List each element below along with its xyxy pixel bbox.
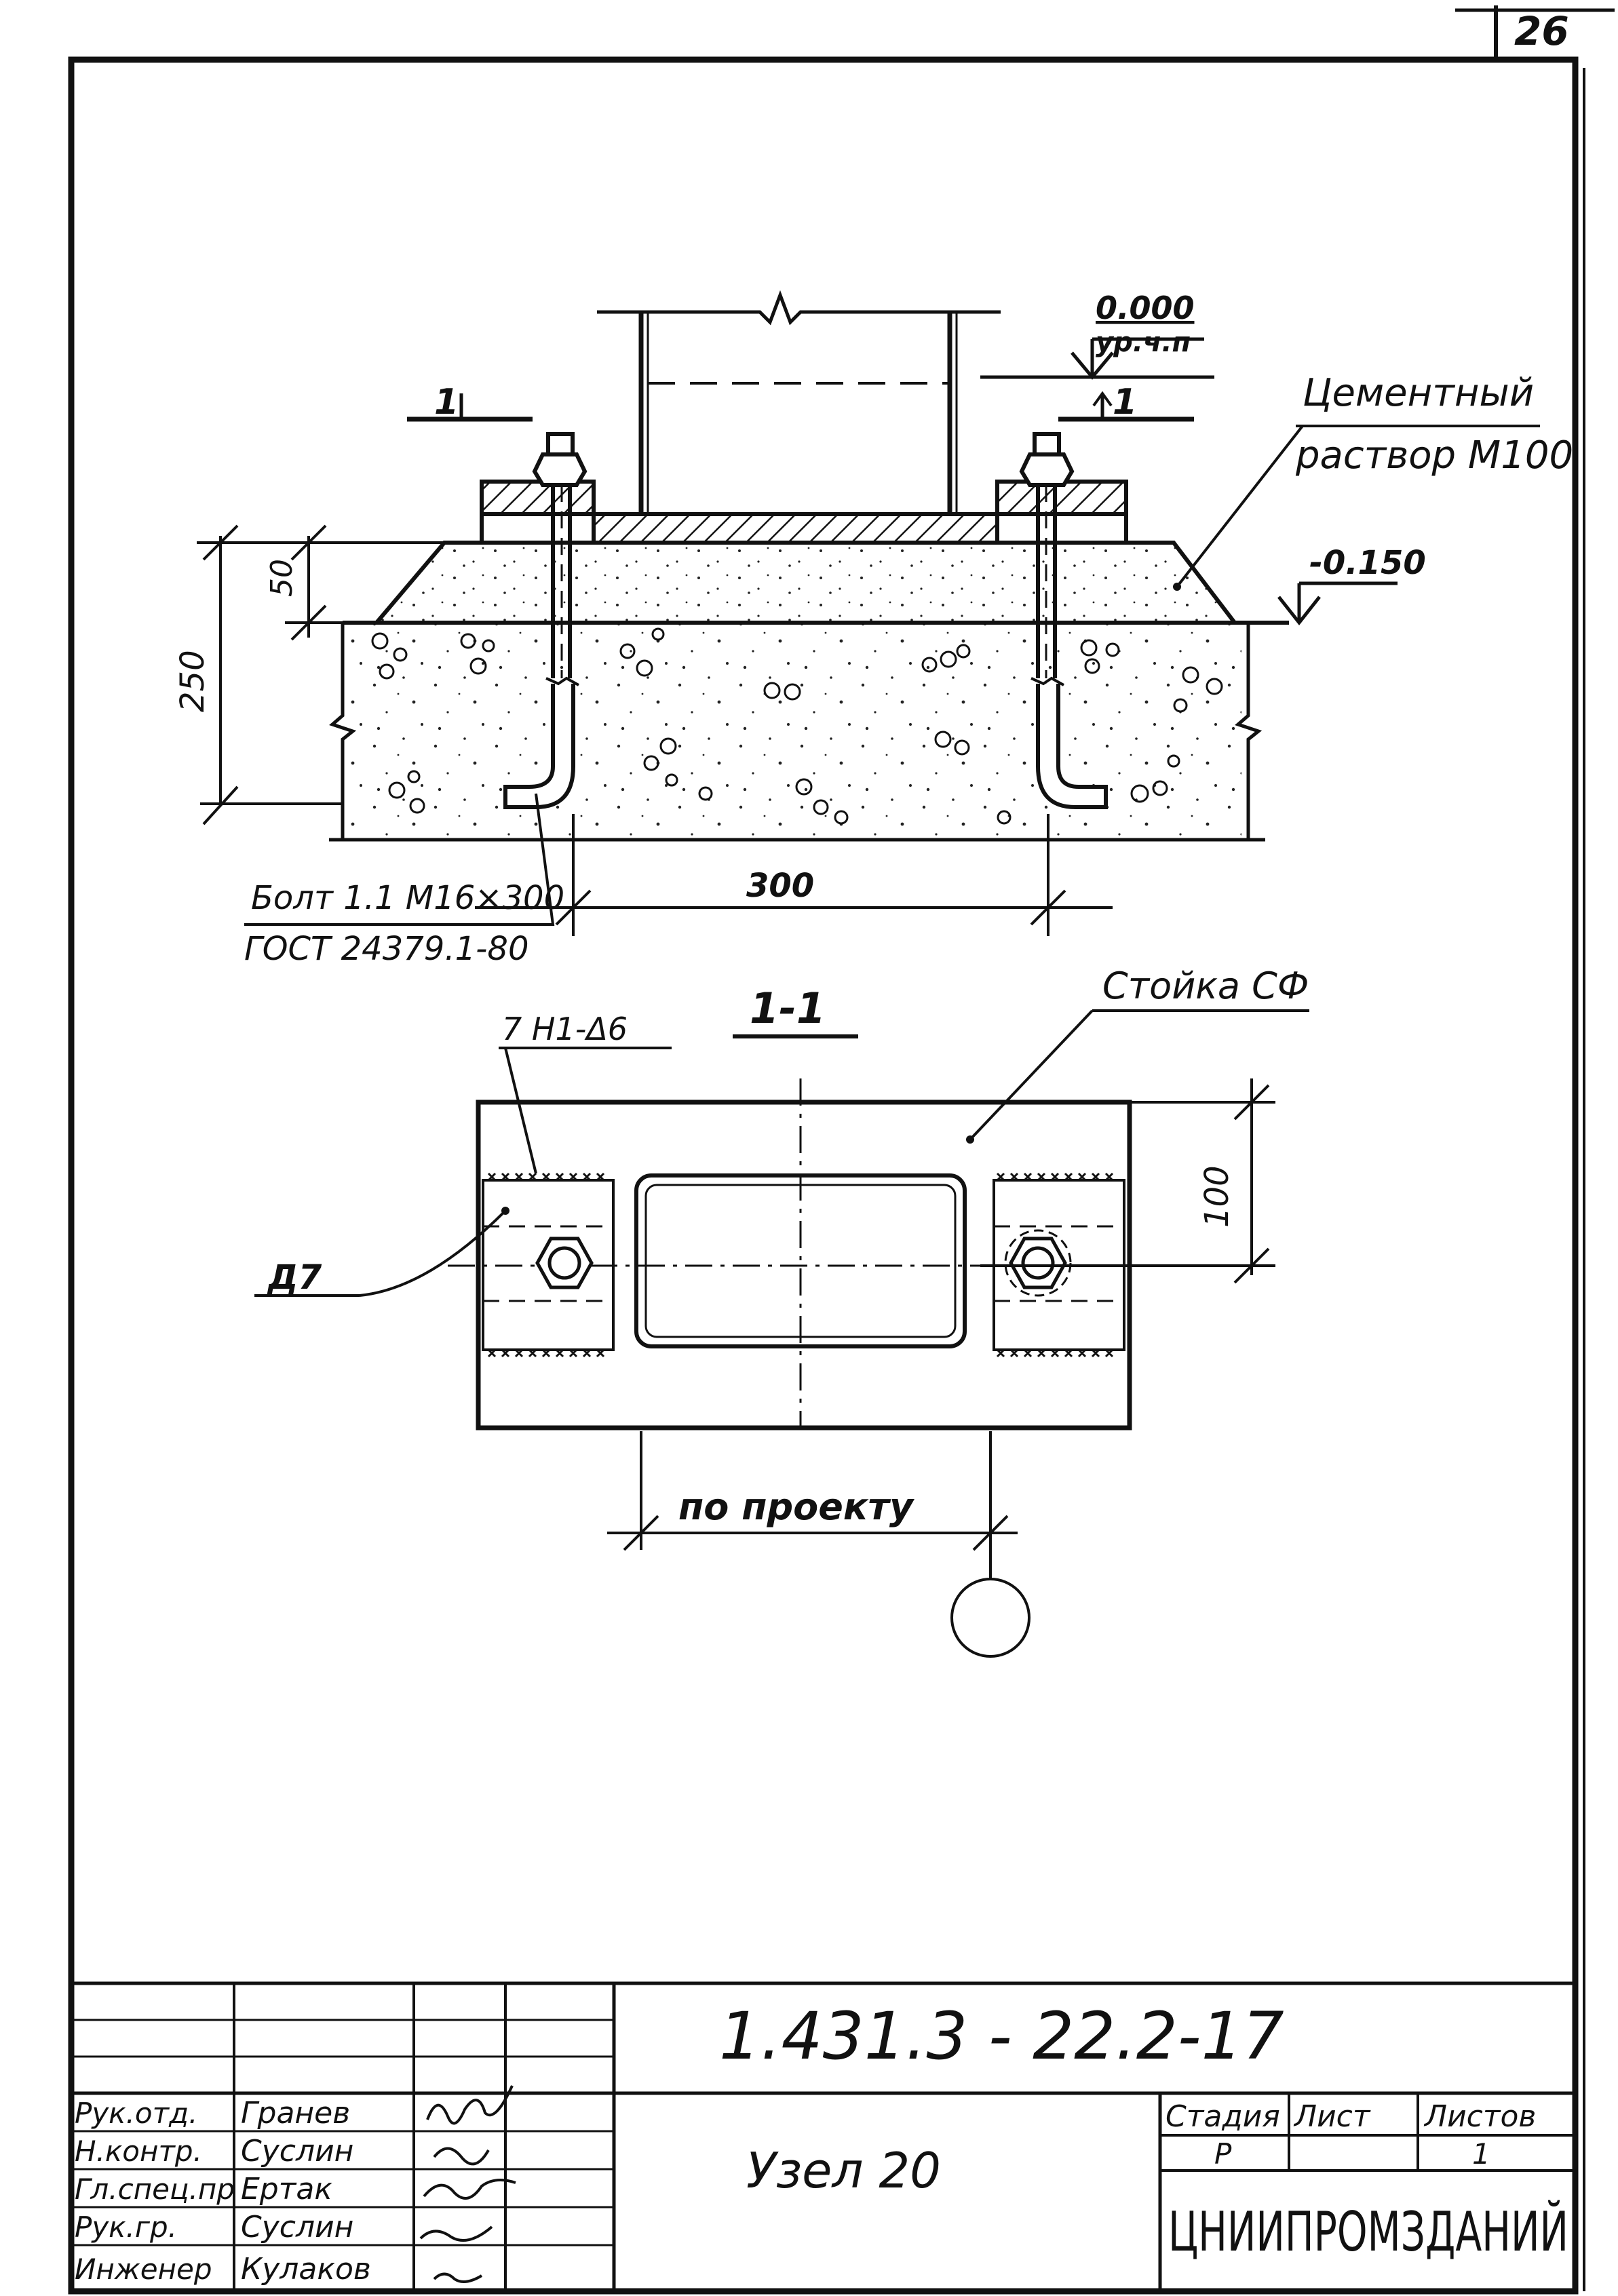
right-anchor-plate — [995, 480, 1128, 518]
name-3: Суслин — [241, 2210, 353, 2244]
foundation-section — [329, 290, 1289, 842]
title-names: Гранев Суслин Ертак Суслин Кулаков — [241, 2096, 371, 2287]
per-project-label: по проекту — [678, 1485, 915, 1528]
elevation-bottom-value: -0.150 — [1309, 544, 1426, 582]
right-anchor-bolt — [1019, 432, 1108, 809]
sheets-header: Листов — [1423, 2099, 1536, 2134]
aggregate-marks — [371, 627, 1223, 825]
stage-value: Р — [1214, 2137, 1232, 2171]
drawing-name: Узел 20 — [746, 2142, 941, 2199]
column-label: Стойка СФ — [1102, 965, 1309, 1007]
name-1: Суслин — [241, 2134, 353, 2168]
doc-code: 1.431.3 - 22.2-17 — [719, 1998, 1284, 2074]
weld-label: 7 Н1-Δ6 — [502, 1011, 628, 1047]
section-mark-right: 1 — [1113, 382, 1137, 423]
dim-50: 50 — [265, 559, 299, 597]
name-2: Ертак — [241, 2172, 332, 2206]
weld-leader — [499, 1047, 672, 1174]
plate-label: Д7 — [267, 1258, 322, 1297]
role-3: Рук.гр. — [75, 2211, 177, 2244]
bolt-leader — [244, 793, 555, 926]
role-2: Гл.спец.пр — [75, 2173, 235, 2206]
section-title: 1-1 — [750, 984, 826, 1033]
elevation-marks — [980, 337, 1398, 626]
cement-label-line2: раствор М100 — [1295, 433, 1573, 478]
dim-300: 300 — [746, 867, 814, 905]
dim-per-project-lines — [607, 1431, 1018, 1587]
cement-mortar-bed — [372, 541, 1239, 625]
plate-leader — [254, 1209, 507, 1297]
stage-header: Стадия — [1166, 2099, 1280, 2134]
column-leader — [969, 1009, 1309, 1141]
name-0: Гранев — [241, 2096, 350, 2130]
elevation-top-value: 0.000 — [1096, 290, 1195, 326]
signatures — [419, 2085, 516, 2283]
title-block — [71, 1981, 1575, 2291]
cement-leader — [1176, 425, 1540, 588]
bolt-label-line1: Болт 1.1 М16×300 — [251, 879, 564, 917]
sheet-header: Лист — [1293, 2099, 1371, 2134]
elevation-top-label: ур.ч.п — [1096, 327, 1191, 358]
role-1: Н.контр. — [75, 2135, 202, 2168]
grid-axis-circle — [950, 1578, 1030, 1658]
section-mark-left: 1 — [434, 382, 459, 423]
sheets-total: 1 — [1472, 2137, 1490, 2171]
base-plate — [588, 512, 999, 545]
dim-250: 250 — [174, 650, 212, 712]
column-profile — [597, 290, 1001, 514]
left-anchor-bolt — [503, 432, 588, 809]
organization: ЦНИИПРОМЗДАНИЙ — [1168, 2200, 1568, 2263]
bolt-label-line2: ГОСТ 24379.1-80 — [244, 930, 529, 968]
weld-marks — [487, 1172, 1114, 1358]
cement-label-line1: Цементный — [1303, 371, 1534, 415]
name-4: Кулаков — [241, 2252, 371, 2287]
dim-100: 100 — [1198, 1165, 1236, 1228]
title-roles: Рук.отд. Н.контр. Гл.спец.пр Рук.гр. Инж… — [75, 2097, 235, 2286]
plan-section-1-1 — [448, 1078, 1275, 1658]
sheet-number: 26 — [1514, 8, 1569, 54]
dimension-lines-elevation — [197, 524, 1113, 936]
section-cut-marks — [407, 391, 1194, 422]
plan-nuts — [535, 1229, 1072, 1297]
role-0: Рук.отд. — [75, 2097, 197, 2130]
left-anchor-plate — [480, 480, 596, 518]
role-4: Инженер — [75, 2253, 212, 2286]
dim-100-lines — [980, 1078, 1275, 1284]
sheet-frame — [68, 5, 1615, 2295]
